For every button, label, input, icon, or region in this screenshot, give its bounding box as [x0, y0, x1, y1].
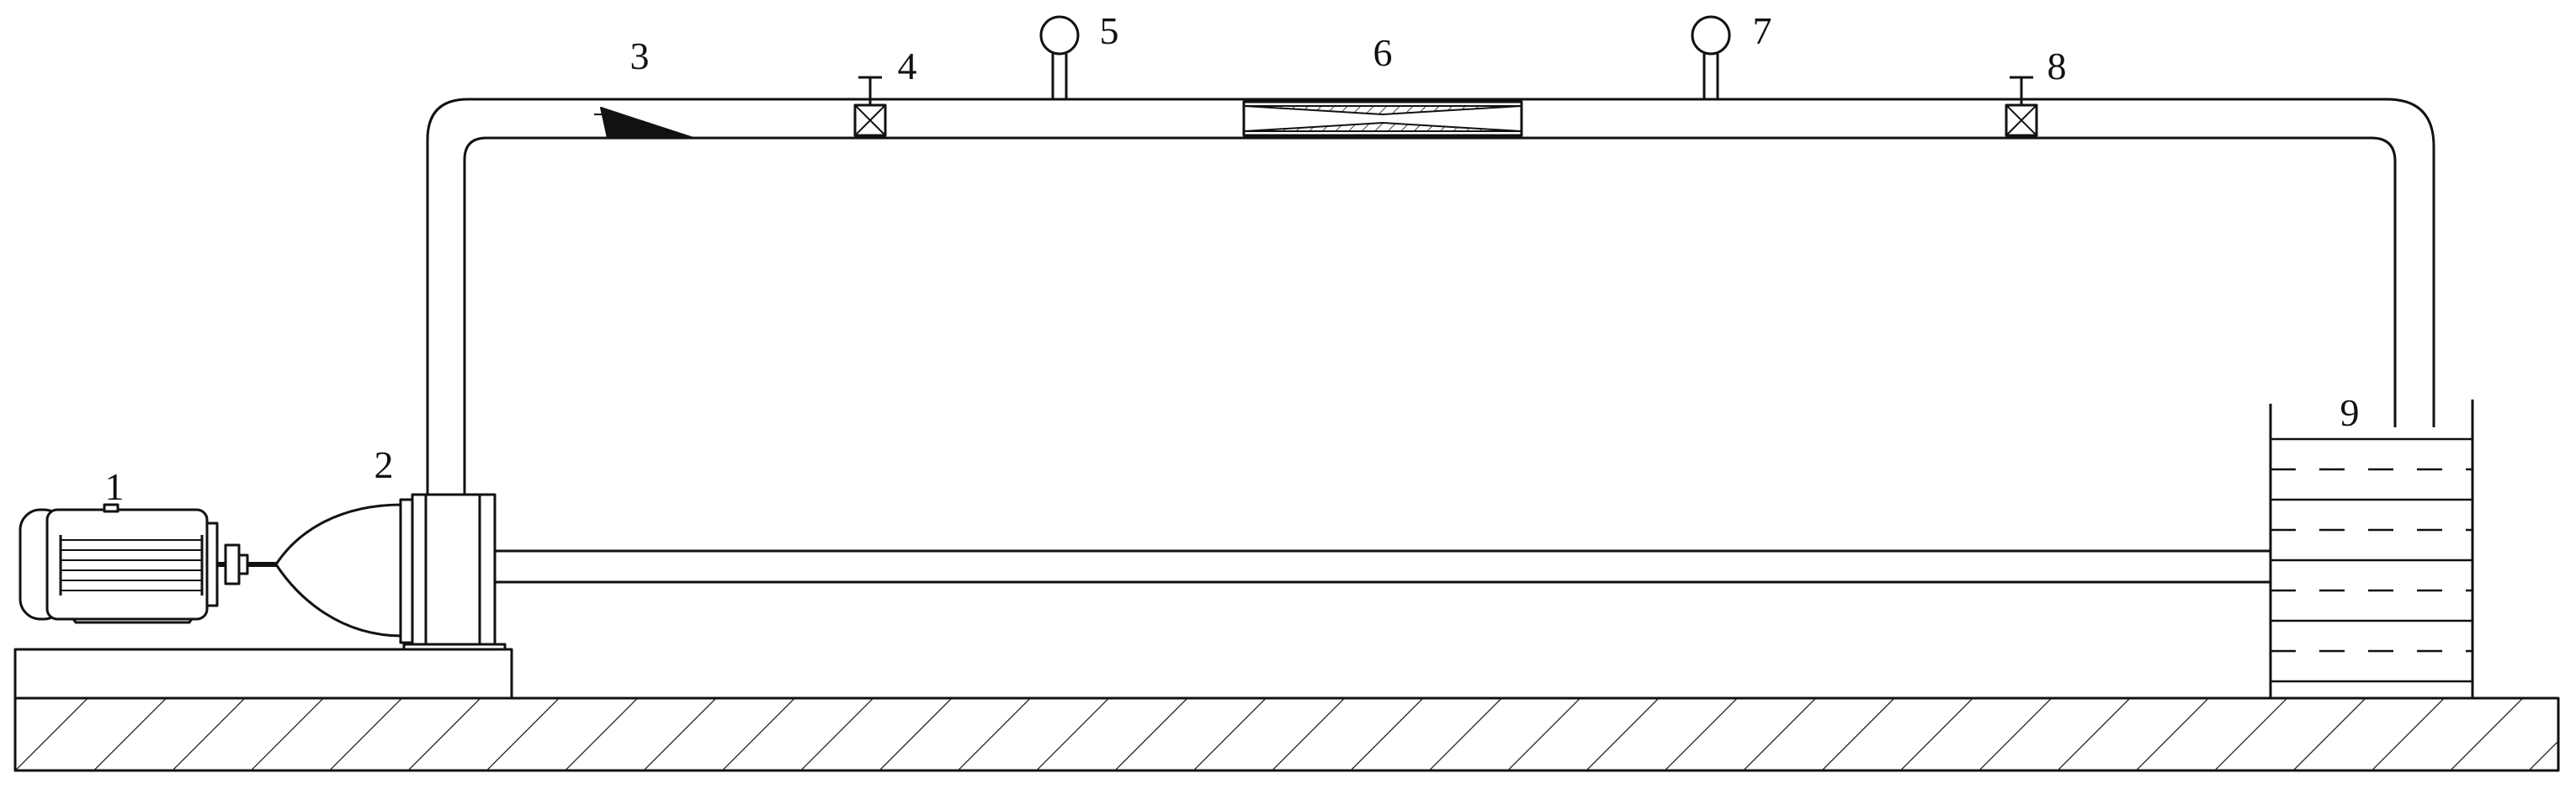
label-9: 9 — [2340, 391, 2360, 434]
label-2: 2 — [374, 443, 394, 486]
label-6: 6 — [1373, 31, 1393, 74]
valve-8 — [2005, 76, 2038, 137]
flow-arrow-3 — [594, 107, 694, 139]
water-level-lines — [2271, 437, 2472, 683]
pump-2 — [274, 493, 507, 651]
base-plate — [13, 648, 513, 700]
label-5: 5 — [1100, 9, 1119, 52]
label-3: 3 — [630, 34, 650, 77]
motor-1 — [19, 503, 284, 624]
label-1: 1 — [105, 465, 125, 508]
pressure-gauge-5 — [1039, 15, 1080, 99]
valve-4 — [853, 76, 887, 137]
suction-pipe — [495, 549, 2271, 584]
label-4: 4 — [898, 45, 917, 87]
discharge-loop-pipe — [426, 98, 2435, 495]
ground-slab — [13, 696, 2560, 772]
label-7: 7 — [1753, 9, 1772, 52]
water-tank-9 — [2269, 400, 2474, 698]
venturi-section-6 — [1242, 100, 1523, 137]
pressure-gauge-7 — [1691, 15, 1731, 99]
component-labels: 1 2 3 4 5 6 7 8 9 — [105, 9, 2360, 508]
label-8: 8 — [2048, 45, 2067, 87]
